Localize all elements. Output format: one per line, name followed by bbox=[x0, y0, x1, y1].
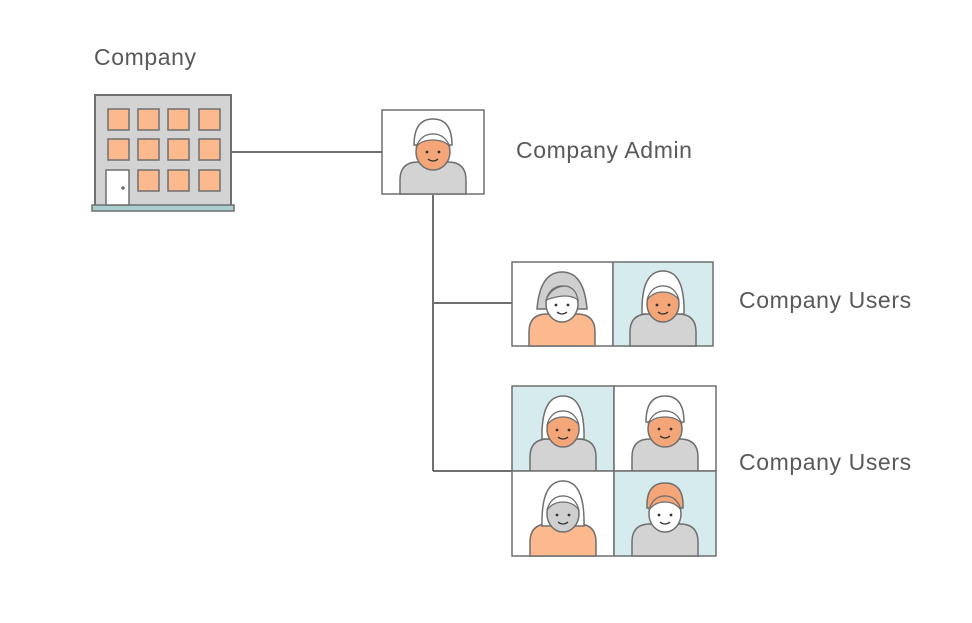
person-icon bbox=[529, 395, 597, 472]
user-tile bbox=[612, 261, 714, 347]
connectors bbox=[232, 151, 512, 472]
admin-avatar bbox=[381, 109, 485, 195]
users-group-2 bbox=[511, 385, 717, 557]
user-tile bbox=[511, 470, 615, 557]
person-icon bbox=[528, 271, 596, 347]
person-icon bbox=[631, 395, 699, 472]
person-icon bbox=[629, 270, 697, 347]
user-tile bbox=[511, 385, 615, 472]
users-group-2-label: Company Users bbox=[739, 449, 912, 475]
user-tile bbox=[613, 470, 717, 557]
building-windows bbox=[107, 108, 221, 192]
building-icon bbox=[91, 94, 235, 212]
person-icon bbox=[399, 118, 467, 195]
users-group-1 bbox=[511, 261, 714, 347]
admin-label: Company Admin bbox=[516, 137, 693, 163]
users-group-1-label: Company Users bbox=[739, 287, 912, 313]
door-icon bbox=[105, 169, 130, 206]
person-icon bbox=[631, 482, 699, 557]
person-icon bbox=[529, 480, 597, 557]
user-tile bbox=[613, 385, 717, 472]
company-label: Company bbox=[94, 44, 197, 70]
user-tile bbox=[511, 261, 614, 347]
